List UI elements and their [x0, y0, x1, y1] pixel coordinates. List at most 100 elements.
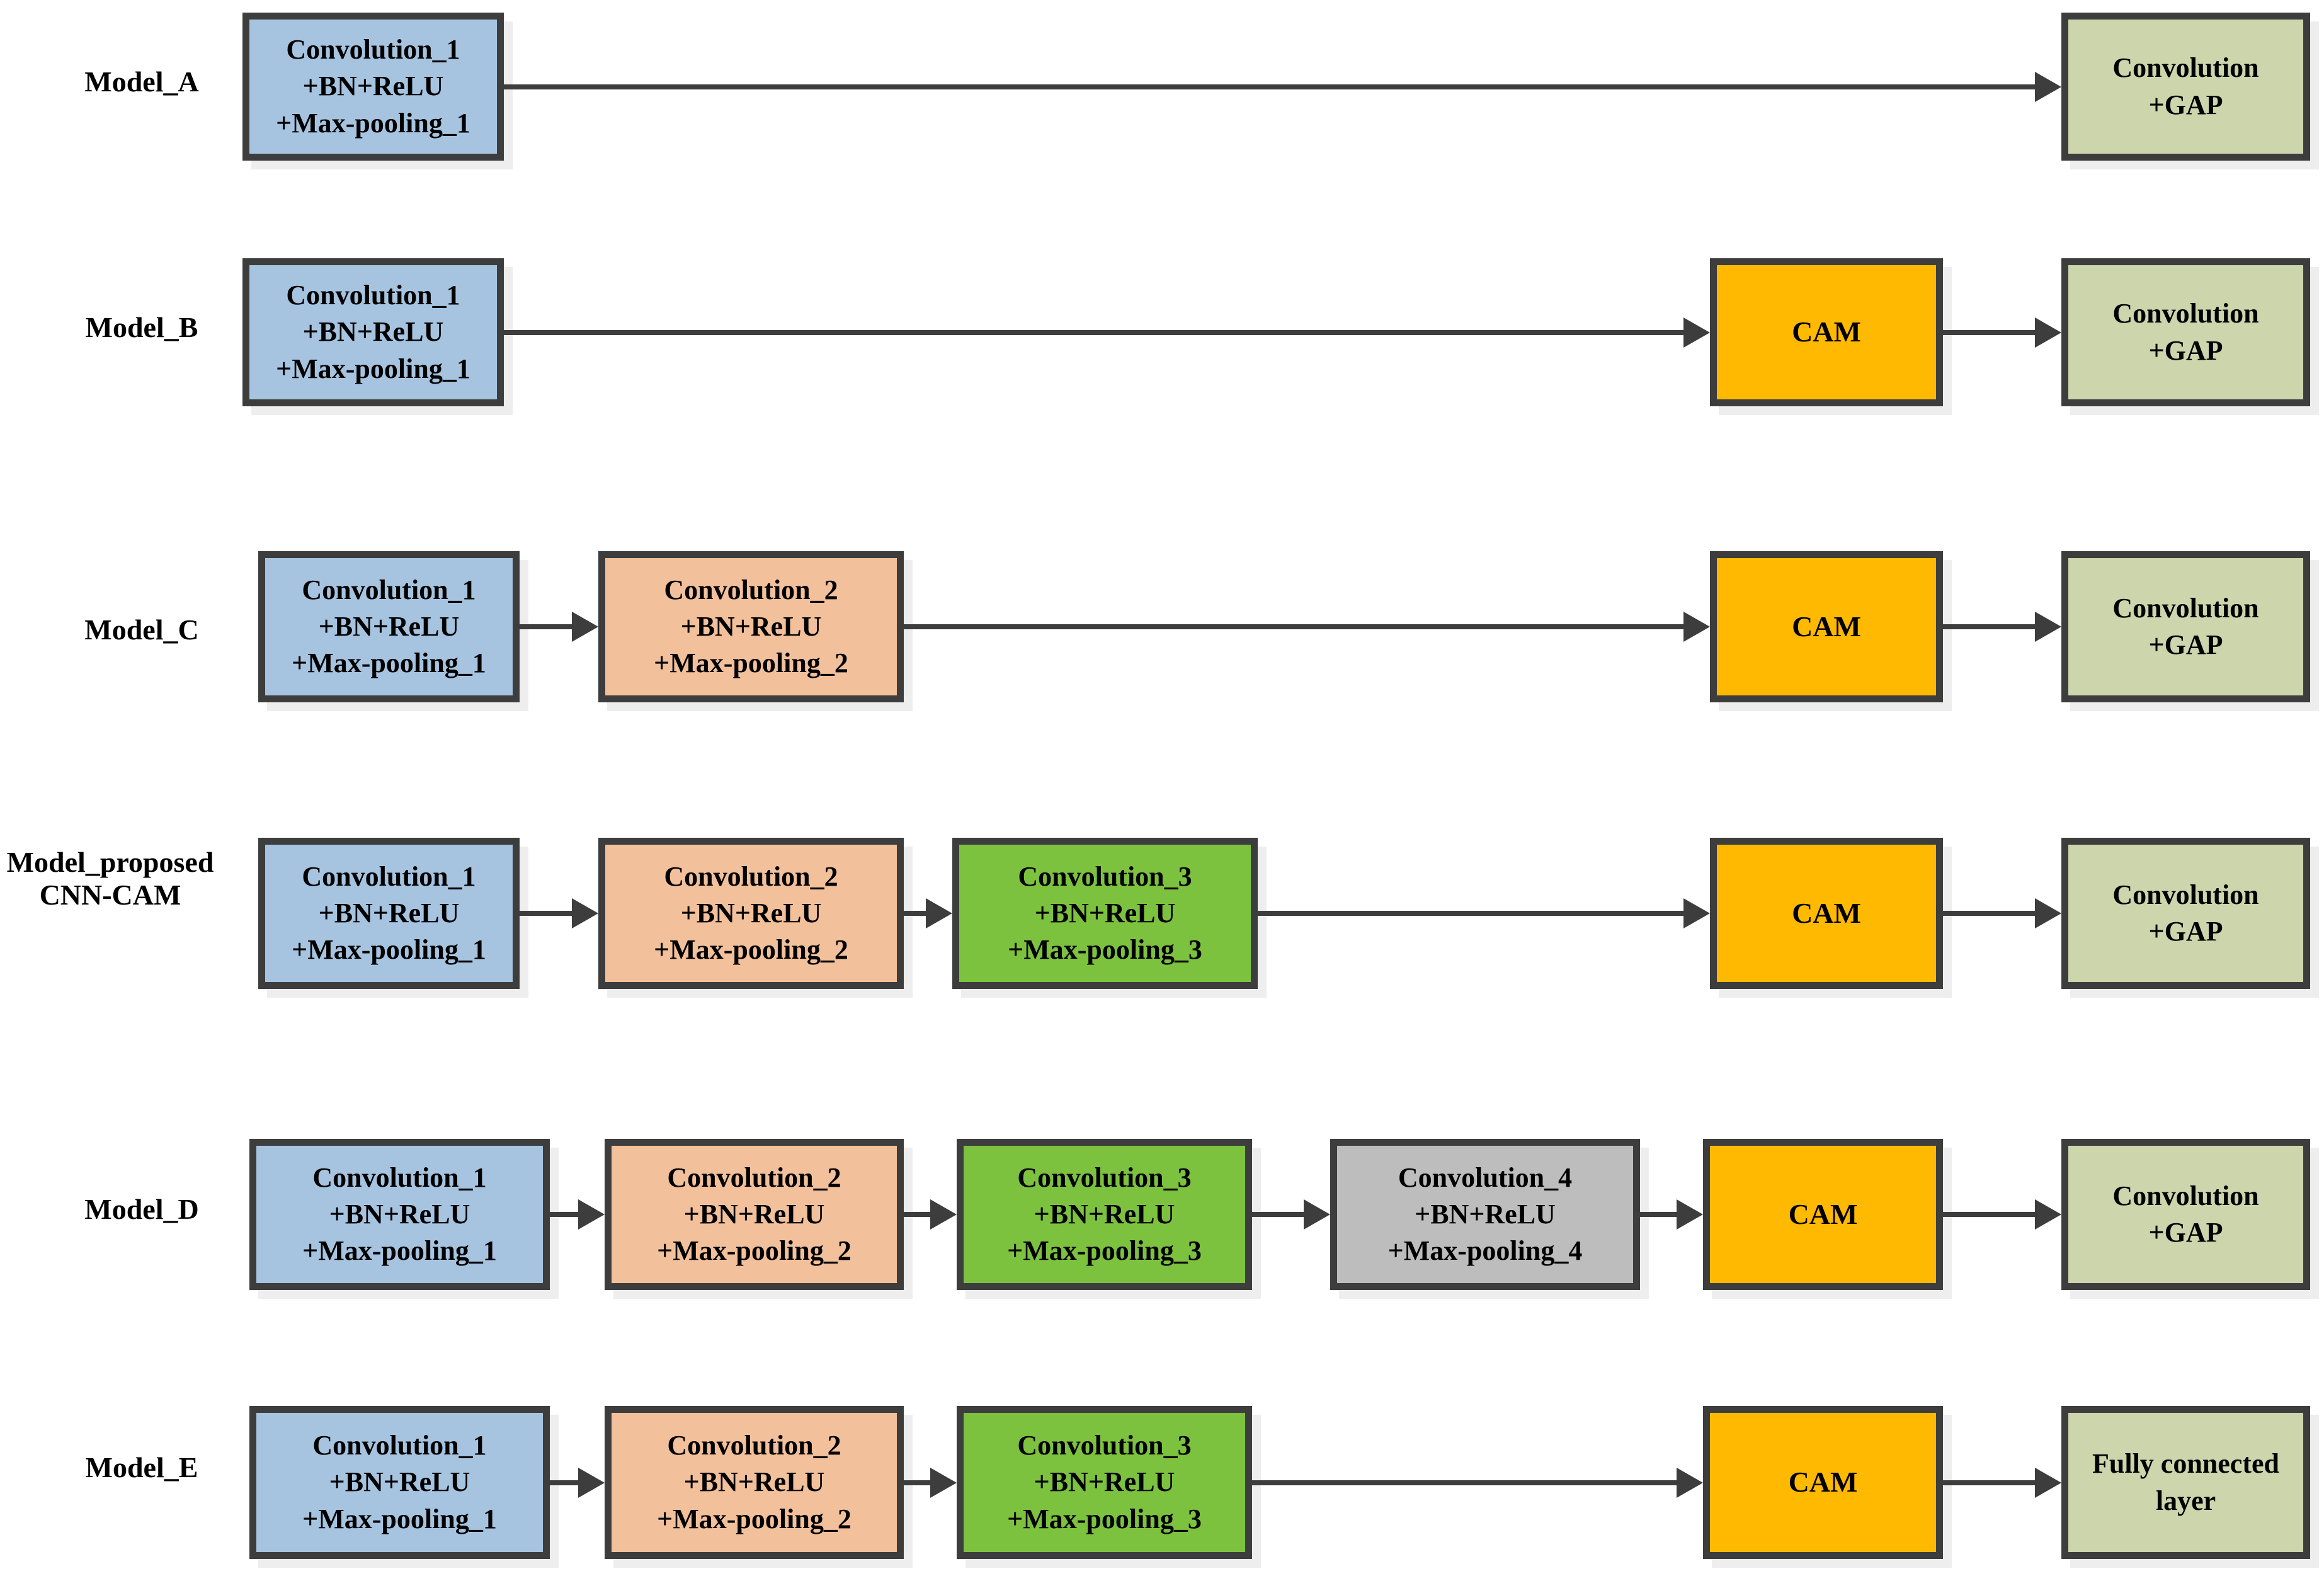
node-label-line: Convolution_3 — [1017, 1162, 1192, 1193]
connector-arrow-model-e-2 — [1252, 1480, 1678, 1485]
node-model-e-conv2[interactable]: Convolution_2+BN+ReLU+Max-pooling_2 — [605, 1406, 904, 1559]
node-label-line: Convolution_3 — [1018, 860, 1192, 892]
row-label-model-c: Model_C — [38, 592, 246, 668]
row-label-model-a: Model_A — [38, 44, 246, 120]
node-label-line: +BN+ReLU — [1415, 1198, 1556, 1230]
node-label-line: Fully connected — [2092, 1448, 2279, 1480]
node-label-line: CAM — [1792, 610, 1861, 642]
node-label-line: +GAP — [2148, 1217, 2223, 1248]
node-label-line: +GAP — [2148, 89, 2223, 120]
connector-arrowhead-model-d-4 — [2035, 1199, 2061, 1230]
row-label-model-d: Model_D — [38, 1172, 246, 1247]
node-label-line: Convolution — [2112, 592, 2259, 624]
row-label-line: Model_E — [85, 1451, 198, 1484]
node-label-line: +Max-pooling_4 — [1387, 1235, 1583, 1267]
node-label-line: CAM — [1788, 1197, 1858, 1230]
node-model-e-conv3[interactable]: Convolution_3+BN+ReLU+Max-pooling_3 — [957, 1406, 1252, 1559]
connector-arrow-model-b-1 — [1943, 329, 2036, 335]
row-label-model-b: Model_B — [38, 290, 246, 365]
node-label-line: +BN+ReLU — [302, 316, 444, 348]
node-label-line: Convolution_1 — [286, 34, 460, 66]
node-model-d-cam[interactable]: CAM — [1703, 1139, 1943, 1290]
node-label-line: +Max-pooling_2 — [654, 934, 848, 966]
row-label-line: Model_D — [84, 1193, 199, 1226]
node-label-line: +Max-pooling_2 — [657, 1235, 852, 1267]
node-model-d-conv4[interactable]: Convolution_4 +BN+ReLU +Max-pooling_4 — [1330, 1139, 1640, 1290]
node-label-line: Convolution_2 — [664, 860, 838, 892]
connector-arrow-model-d-2 — [1252, 1212, 1305, 1217]
node-label-line: +Max-pooling_3 — [1007, 1235, 1202, 1267]
node-label-line: Convolution_1 — [312, 1162, 487, 1193]
node-label-line: +BN+ReLU — [680, 610, 822, 642]
node-label-line: +Max-pooling_2 — [654, 648, 848, 679]
node-model-c-conv1[interactable]: Convolution_1+BN+ReLU+Max-pooling_1 — [258, 551, 520, 702]
connector-arrowhead-model-e-1 — [930, 1467, 957, 1498]
row-label-line: Model_B — [85, 311, 198, 344]
node-model-a-conv1[interactable]: Convolution_1+BN+ReLU+Max-pooling_1 — [242, 13, 504, 161]
node-model-e-cam[interactable]: CAM — [1703, 1406, 1943, 1559]
node-model-d-conv1[interactable]: Convolution_1+BN+ReLU+Max-pooling_1 — [249, 1139, 550, 1290]
connector-arrow-model-c-1 — [904, 624, 1685, 629]
row-label-line: Model_C — [84, 614, 199, 646]
node-model-c-cam[interactable]: CAM — [1710, 551, 1943, 702]
node-label-line: CAM — [1792, 316, 1861, 348]
connector-arrowhead-model-e-0 — [578, 1467, 605, 1498]
connector-arrowhead-model-proposed-2 — [1683, 898, 1710, 928]
node-label-line: Convolution_1 — [312, 1430, 487, 1461]
connector-arrowhead-model-a-0 — [2035, 71, 2061, 102]
row-label-line: Model_A — [84, 66, 199, 98]
node-label-line: +Max-pooling_3 — [1007, 1503, 1202, 1534]
connector-arrowhead-model-proposed-0 — [572, 898, 598, 928]
node-model-proposed-conv_gap[interactable]: Convolution +GAP — [2061, 838, 2310, 989]
node-label-line: Convolution_1 — [302, 860, 476, 892]
node-label-line: +Max-pooling_2 — [657, 1503, 852, 1534]
node-label-line: +BN+ReLU — [329, 1198, 470, 1230]
row-label-line: Model_proposed — [6, 846, 214, 879]
connector-arrowhead-model-e-3 — [2035, 1467, 2061, 1498]
node-label-line: +Max-pooling_3 — [1008, 934, 1202, 966]
node-label-line: +GAP — [2148, 916, 2223, 947]
connector-arrowhead-model-e-2 — [1677, 1467, 1703, 1498]
connector-arrow-model-e-1 — [904, 1480, 931, 1485]
node-label-line: +BN+ReLU — [302, 71, 444, 102]
node-label-line: +BN+ReLU — [1034, 897, 1176, 928]
node-label-line: Convolution — [2112, 1180, 2259, 1211]
node-label-line: +BN+ReLU — [318, 897, 460, 928]
node-model-proposed-conv2[interactable]: Convolution_2+BN+ReLU+Max-pooling_2 — [598, 838, 904, 989]
node-model-e-conv1[interactable]: Convolution_1+BN+ReLU+Max-pooling_1 — [249, 1406, 550, 1559]
connector-arrowhead-model-c-1 — [1683, 612, 1710, 642]
node-model-d-conv2[interactable]: Convolution_2+BN+ReLU+Max-pooling_2 — [605, 1139, 904, 1290]
node-label-line: Convolution — [2112, 298, 2259, 329]
node-model-c-conv_gap[interactable]: Convolution+GAP — [2061, 551, 2310, 702]
connector-arrowhead-model-d-1 — [930, 1199, 957, 1230]
node-label-line: Convolution — [2112, 879, 2259, 910]
node-model-b-conv_gap[interactable]: Convolution+GAP — [2061, 258, 2310, 406]
connector-arrow-model-proposed-3 — [1943, 911, 2036, 916]
connector-arrow-model-c-0 — [520, 624, 573, 629]
node-model-d-conv3[interactable]: Convolution_3+BN+ReLU+Max-pooling_3 — [957, 1139, 1252, 1290]
connector-arrowhead-model-b-0 — [1683, 317, 1710, 348]
connector-arrow-model-d-0 — [550, 1212, 579, 1217]
node-label-line: +Max-pooling_1 — [276, 353, 470, 384]
connector-arrowhead-model-d-0 — [578, 1199, 605, 1230]
node-model-proposed-conv3[interactable]: Convolution_3 +BN+ReLU +Max-pooling_3 — [952, 838, 1258, 989]
row-label-line: CNN-CAM — [39, 879, 181, 911]
node-model-b-cam[interactable]: CAM — [1710, 258, 1943, 406]
node-label-line: Convolution_4 — [1398, 1162, 1573, 1193]
connector-arrow-model-c-2 — [1943, 624, 2036, 629]
connector-arrow-model-e-3 — [1943, 1480, 2036, 1485]
connector-arrow-model-d-1 — [904, 1212, 931, 1217]
node-model-proposed-conv1[interactable]: Convolution_1+BN+ReLU+Max-pooling_1 — [258, 838, 520, 989]
node-label-line: +BN+ReLU — [1034, 1466, 1175, 1498]
connector-arrow-model-a-0 — [504, 84, 2036, 89]
connector-arrowhead-model-c-0 — [572, 612, 598, 642]
node-model-b-conv1[interactable]: Convolution_1 +BN+ReLU +Max-pooling_1 — [242, 258, 504, 406]
node-model-c-conv2[interactable]: Convolution_2+BN+ReLU+Max-pooling_2 — [598, 551, 904, 702]
node-label-line: Convolution_1 — [286, 280, 460, 311]
node-model-d-conv_gap[interactable]: Convolution +GAP — [2061, 1139, 2310, 1290]
node-model-a-conv_gap[interactable]: Convolution+GAP — [2061, 13, 2310, 161]
node-model-proposed-cam[interactable]: CAM — [1710, 838, 1943, 989]
